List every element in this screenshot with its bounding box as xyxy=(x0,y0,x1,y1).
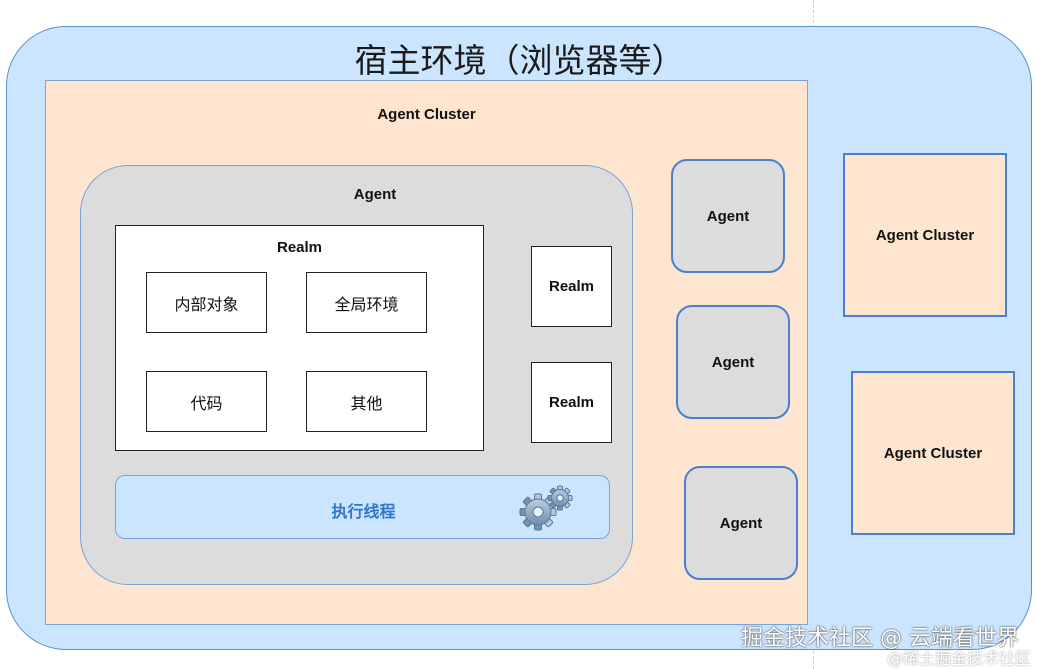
realm-item-intrinsics: 内部对象 xyxy=(146,272,267,333)
agent-cluster-main-label: Agent Cluster xyxy=(377,106,476,123)
agent-main-label: Agent xyxy=(353,186,397,203)
agent-cluster-side: Agent Cluster xyxy=(843,153,1007,317)
realm-item-global-env: 全局环境 xyxy=(306,272,427,333)
realm-item-other: 其他 xyxy=(306,371,427,432)
realm-side: Realm xyxy=(531,246,612,327)
watermark-sub: @稀土掘金技术社区 xyxy=(886,649,1031,668)
host-title: 宿主环境（浏览器等） xyxy=(354,41,685,80)
watermark: 掘金技术社区 @ 云端看世界 xyxy=(741,626,1019,651)
realm-item-code: 代码 xyxy=(146,371,267,432)
realm-side: Realm xyxy=(531,362,612,443)
execution-thread-label: 执行线程 xyxy=(331,502,396,521)
execution-thread: 执行线程 xyxy=(115,475,610,539)
realm-main-label: Realm xyxy=(276,239,323,256)
agent-cluster-side: Agent Cluster xyxy=(851,371,1015,535)
agent-small: Agent xyxy=(671,159,785,273)
gear-icon xyxy=(519,485,573,531)
agent-small: Agent xyxy=(684,466,798,580)
agent-small: Agent xyxy=(676,305,790,419)
